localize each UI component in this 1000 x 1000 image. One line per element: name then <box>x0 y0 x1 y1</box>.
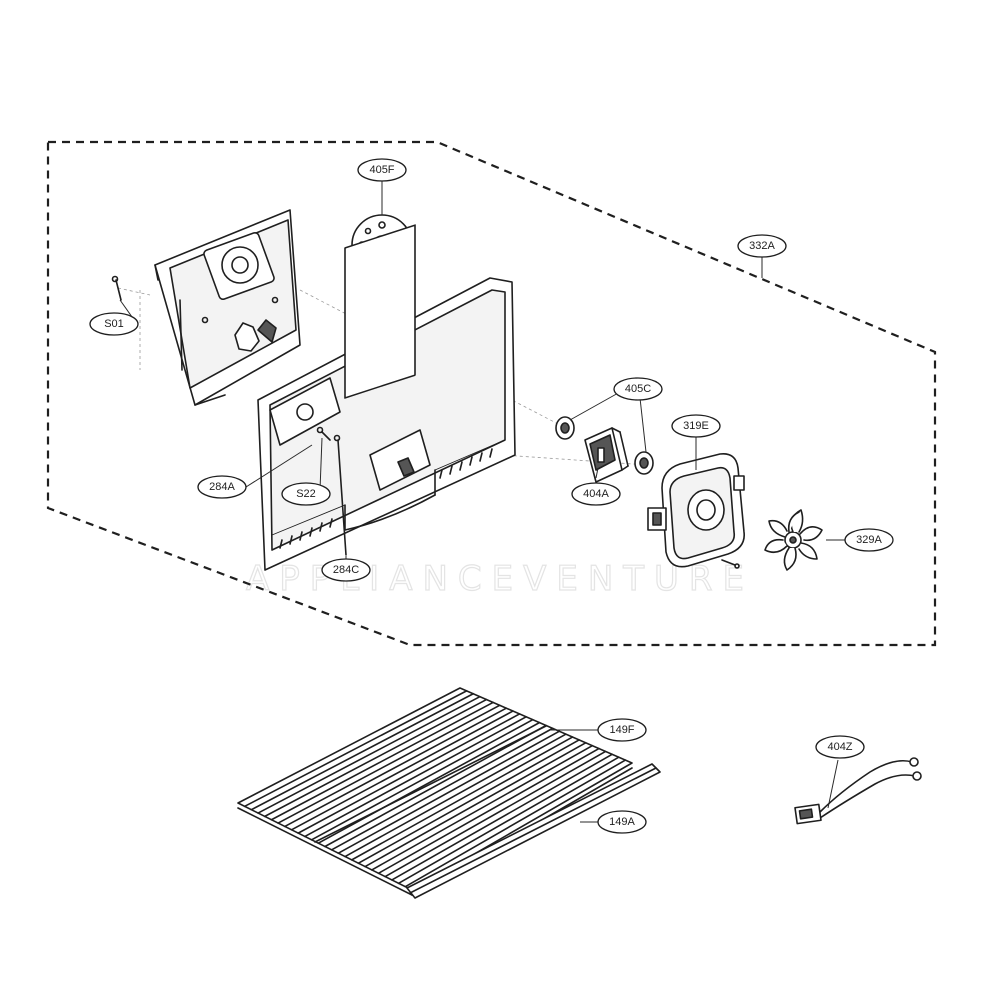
callout-405f[interactable]: 405F <box>357 158 407 182</box>
grommet-405c-top <box>555 416 575 440</box>
assembly-boundary-332a <box>46 140 937 647</box>
shelf-rod <box>337 730 561 854</box>
shelf-rod <box>357 739 580 865</box>
shelf-rod <box>257 695 481 814</box>
callout-405c[interactable]: 405C <box>613 377 663 401</box>
clip-284c <box>333 434 347 556</box>
callout-149a-label: 149A <box>609 816 635 828</box>
shelf-rod <box>310 718 534 841</box>
shelf-rod <box>364 742 587 868</box>
callout-s22[interactable]: S22 <box>281 482 331 506</box>
shelf-rod <box>243 690 468 808</box>
shelf-rod <box>384 750 607 878</box>
shelf-rod <box>263 698 488 818</box>
shelf-rod <box>277 704 501 824</box>
shelf-rod <box>297 713 521 834</box>
shelf-rod <box>397 756 620 885</box>
shelf-rod <box>344 733 567 858</box>
callout-332a-label: 332A <box>749 240 775 252</box>
shelf-rod <box>391 753 613 881</box>
shelf-rod <box>330 727 554 851</box>
callout-319e-label: 319E <box>683 420 709 432</box>
callout-329a-label: 329A <box>856 534 882 546</box>
fan-bracket <box>154 209 301 406</box>
screw-s22 <box>316 426 331 441</box>
shelf-rod <box>284 707 508 828</box>
callout-329a[interactable]: 329A <box>844 528 894 552</box>
shelf-rod <box>317 721 541 844</box>
shelf-rod <box>350 736 574 861</box>
callout-405f-label: 405F <box>369 164 394 176</box>
wire-shelf-149f <box>237 687 633 896</box>
shelf-rod <box>404 759 627 888</box>
fan-shroud-319e <box>647 452 745 569</box>
shelf-rod <box>324 724 547 848</box>
callout-s22-label: S22 <box>296 488 316 500</box>
fan-blade-329a <box>764 509 823 571</box>
callout-405c-label: 405C <box>625 383 651 395</box>
callout-332a[interactable]: 332A <box>737 234 787 258</box>
callout-s01-label: S01 <box>104 318 124 330</box>
callout-404z-label: 404Z <box>827 741 852 753</box>
callout-149f[interactable]: 149F <box>597 718 647 742</box>
shelf-rod <box>290 710 514 831</box>
shelf-rod <box>371 744 594 871</box>
callout-284a[interactable]: 284A <box>197 475 247 499</box>
callout-404a-label: 404A <box>583 488 609 500</box>
shelf-rod <box>304 716 527 838</box>
leader-lines <box>119 180 845 823</box>
callout-149a[interactable]: 149A <box>597 810 647 834</box>
callout-284a-label: 284A <box>209 481 235 493</box>
shelf-trim-149a <box>406 763 661 899</box>
callout-319e[interactable]: 319E <box>671 414 721 438</box>
wire-harness-404z <box>794 757 922 825</box>
callout-404a[interactable]: 404A <box>571 482 621 506</box>
shelf-rod <box>270 701 494 821</box>
callout-s01[interactable]: S01 <box>89 312 139 336</box>
grommet-405c-bottom <box>634 451 654 475</box>
fan-motor-404a <box>584 427 629 483</box>
callout-284c-label: 284C <box>333 564 359 576</box>
evaporator-cover-284a <box>257 224 516 571</box>
callout-284c[interactable]: 284C <box>321 558 371 582</box>
callout-149f-label: 149F <box>609 724 634 736</box>
shelf-rod <box>250 692 475 811</box>
screw-s01 <box>111 275 122 301</box>
shelf-rod <box>377 747 600 875</box>
callout-404z[interactable]: 404Z <box>815 735 865 759</box>
